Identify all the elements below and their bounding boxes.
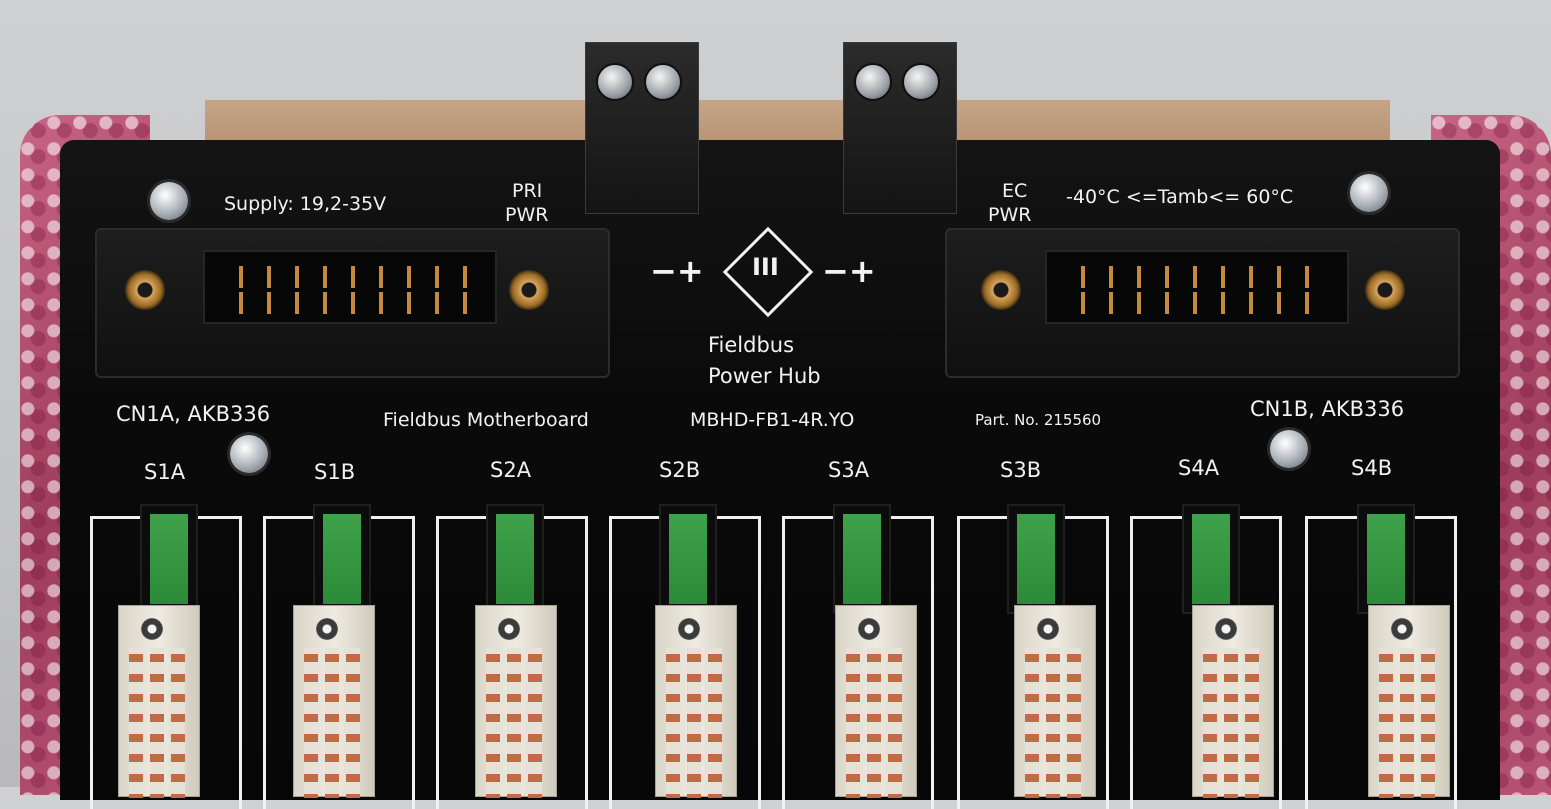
status-led-green: [323, 514, 361, 604]
hub-title-line2: Power Hub: [708, 364, 821, 388]
slot-connector: [1192, 605, 1274, 798]
mounting-hole-icon: [316, 618, 338, 640]
terminal-screw-icon: [854, 63, 892, 101]
contact-array: [666, 648, 722, 798]
brass-insert-icon: [981, 270, 1021, 310]
status-led-green: [669, 514, 707, 604]
mounting-hole-icon: [858, 618, 880, 640]
slot-connector: [293, 605, 375, 798]
hub-title-line1: Fieldbus: [708, 333, 795, 357]
connector-label-cn1a: CN1A, AKB336: [116, 402, 271, 426]
terminal-screw-icon: [902, 63, 940, 101]
header-connector-cn1a: [95, 228, 610, 378]
contact-array: [1025, 648, 1081, 798]
connector-label-cn1b: CN1B, AKB336: [1250, 397, 1405, 421]
contact-array: [129, 648, 185, 798]
sec-pwr-label-line2: PWR: [988, 204, 1032, 226]
status-led-green: [1192, 514, 1230, 604]
slot-connector: [475, 605, 557, 798]
slot-label: S3A: [828, 458, 870, 482]
status-led-green: [843, 514, 881, 604]
terminal-screw-icon: [644, 63, 682, 101]
mounting-hole-icon: [498, 618, 520, 640]
status-led-green: [1017, 514, 1055, 604]
status-led-green: [150, 514, 188, 604]
brass-insert-icon: [1365, 270, 1405, 310]
contact-array: [304, 648, 360, 798]
board-name-label: Fieldbus Motherboard: [383, 409, 589, 431]
mounting-hole-icon: [141, 618, 163, 640]
slot-label: S1A: [144, 460, 186, 484]
mounting-screw-icon: [230, 435, 268, 473]
terminal-screw-icon: [596, 63, 634, 101]
slot-connector: [1368, 605, 1450, 798]
header-connector-cn1b: [945, 228, 1460, 378]
terminal-block-secondary: [843, 42, 957, 214]
status-led-green: [1367, 514, 1405, 604]
contact-array: [1203, 648, 1259, 798]
pri-pwr-label-line2: PWR: [505, 204, 549, 226]
mounting-hole-icon: [1037, 618, 1059, 640]
slot-label: S4A: [1178, 456, 1220, 480]
brass-insert-icon: [125, 270, 165, 310]
pin-header: [203, 250, 497, 324]
slot-connector: [655, 605, 737, 798]
brass-insert-icon: [509, 270, 549, 310]
slot-connector: [118, 605, 200, 798]
temperature-range-label: -40°C <=Tamb<= 60°C: [1066, 186, 1294, 208]
mounting-screw-icon: [1350, 174, 1388, 212]
mounting-screw-icon: [1270, 430, 1308, 468]
polarity-right-label: −+: [822, 252, 876, 290]
symbol-text: III: [752, 253, 779, 281]
slot-label: S2B: [659, 458, 701, 482]
mounting-hole-icon: [1215, 618, 1237, 640]
mounting-hole-icon: [1391, 618, 1413, 640]
status-led-green: [496, 514, 534, 604]
polarity-left-label: −+: [650, 252, 704, 290]
slot-label: S1B: [314, 460, 356, 484]
slot-connector: [1014, 605, 1096, 798]
pin-header: [1045, 250, 1349, 324]
slot-label: S3B: [1000, 458, 1042, 482]
mounting-screw-icon: [150, 182, 188, 220]
contact-array: [1379, 648, 1435, 798]
contact-array: [486, 648, 542, 798]
part-number-label: Part. No. 215560: [975, 411, 1102, 429]
supply-label: Supply: 19,2-35V: [224, 193, 387, 215]
pri-pwr-label-line1: PRI: [512, 180, 543, 202]
slot-connector: [835, 605, 917, 798]
board-model-label: MBHD-FB1-4R.YO: [690, 409, 855, 431]
slot-label: S2A: [490, 458, 532, 482]
slot-label: S4B: [1351, 456, 1393, 480]
contact-array: [846, 648, 902, 798]
terminal-block-primary: [585, 42, 699, 214]
sec-pwr-label-line1: EC: [1002, 180, 1028, 202]
mounting-hole-icon: [678, 618, 700, 640]
